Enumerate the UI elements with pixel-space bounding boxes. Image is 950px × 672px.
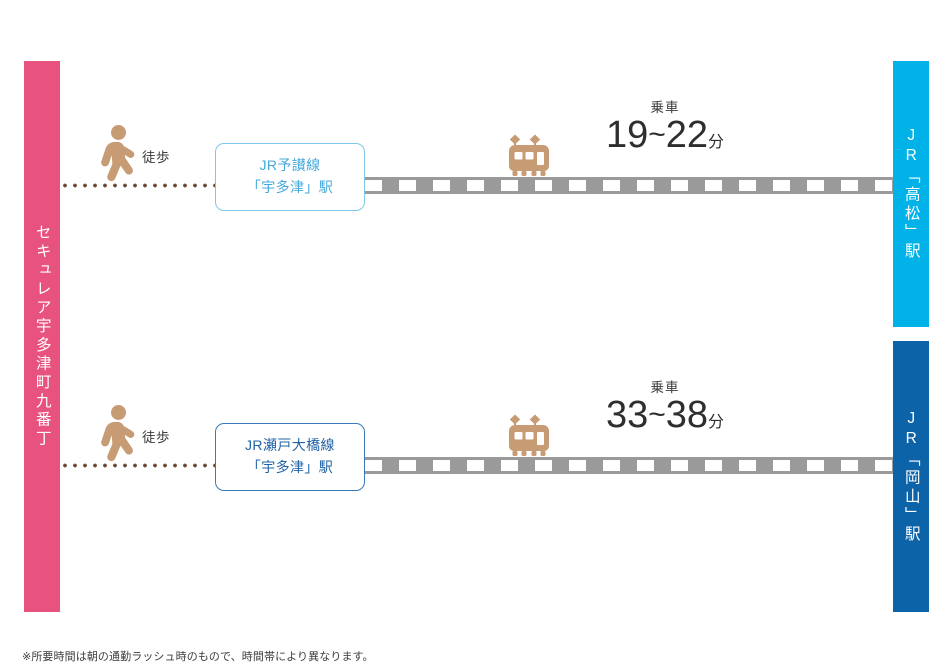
walk-label: 徒歩 bbox=[142, 150, 170, 165]
ride-range-tilde: ~ bbox=[648, 118, 666, 152]
walking-dotted-path bbox=[60, 183, 218, 188]
station-line-name: JR予讃線 bbox=[259, 157, 321, 174]
ride-range-tilde: ~ bbox=[648, 398, 666, 432]
ride-duration: 19~22分 bbox=[565, 114, 765, 157]
walking-person-icon bbox=[96, 125, 138, 183]
destination-label-okayama: JR「岡山」駅 bbox=[902, 409, 920, 544]
ride-caption: 乗車 bbox=[650, 380, 680, 395]
tram-front-icon bbox=[503, 413, 555, 457]
ride-time-block: 乗車 19~22分 bbox=[565, 100, 765, 156]
station-box-yosan[interactable]: JR予讃線 「宇多津」駅 bbox=[215, 143, 365, 211]
walking-person-icon bbox=[96, 405, 138, 463]
station-name: 「宇多津」駅 bbox=[246, 459, 334, 475]
walking-dotted-path bbox=[60, 463, 218, 468]
tram-front-icon bbox=[503, 133, 555, 177]
ride-from: 19 bbox=[605, 114, 649, 157]
destination-bar-okayama: JR「岡山」駅 bbox=[893, 341, 929, 612]
ride-unit: 分 bbox=[708, 414, 725, 432]
walk-label: 徒歩 bbox=[142, 430, 170, 445]
station-name: 「宇多津」駅 bbox=[246, 179, 334, 195]
ride-to: 38 bbox=[665, 394, 709, 437]
railway-track bbox=[365, 457, 893, 474]
ride-time-block: 乗車 33~38分 bbox=[565, 380, 765, 436]
ride-unit: 分 bbox=[708, 134, 725, 152]
station-line-name: JR瀬戸大橋線 bbox=[245, 437, 335, 454]
destination-label-takamatsu: JR「高松」駅 bbox=[902, 127, 920, 261]
ride-duration: 33~38分 bbox=[565, 394, 765, 437]
ride-from: 33 bbox=[605, 394, 649, 437]
ride-caption: 乗車 bbox=[650, 100, 680, 115]
ride-to: 22 bbox=[665, 114, 709, 157]
origin-bar: セキュレア宇多津町九番丁 bbox=[24, 61, 60, 612]
footnote: ※所要時間は朝の通勤ラッシュ時のもので、時間帯により異なります。 bbox=[22, 651, 374, 663]
station-box-setoohashi[interactable]: JR瀬戸大橋線 「宇多津」駅 bbox=[215, 423, 365, 491]
destination-bar-takamatsu: JR「高松」駅 bbox=[893, 61, 929, 327]
railway-track bbox=[365, 177, 893, 194]
origin-label: セキュレア宇多津町九番丁 bbox=[33, 224, 51, 449]
